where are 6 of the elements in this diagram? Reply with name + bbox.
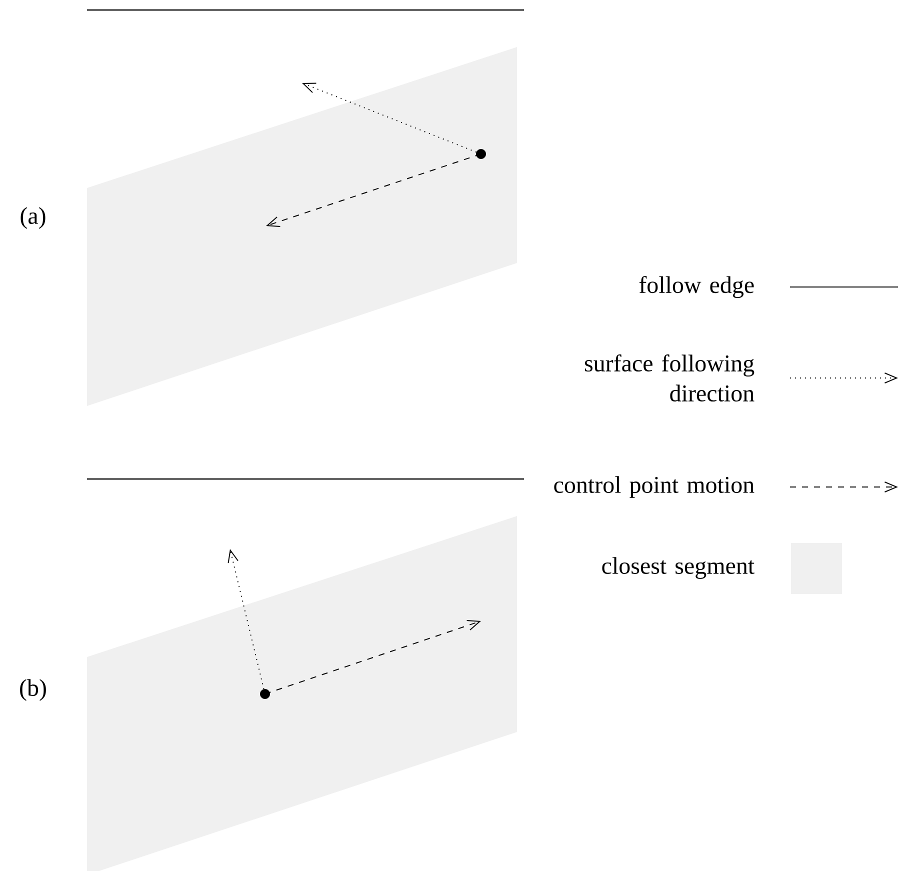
panel-label: (b) [20, 679, 46, 701]
legend-text: surface following direction [584, 354, 754, 402]
legend-text: closest segment [602, 557, 754, 579]
legend-text: follow edge [639, 276, 754, 298]
panel-label: (a) [20, 207, 46, 229]
legend-text: control point motion [554, 476, 754, 498]
